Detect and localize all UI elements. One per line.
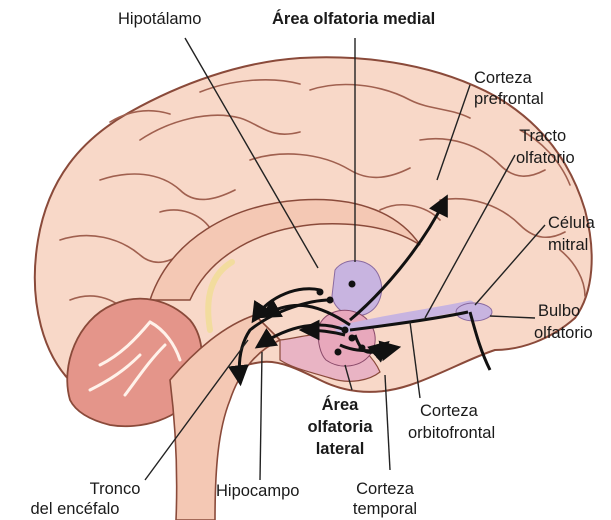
label-tronco-2: del encéfalo (0, 500, 150, 519)
label-hipocampo: Hipocampo (216, 482, 299, 501)
label-corteza-prefrontal-2: prefrontal (474, 90, 544, 109)
label-tronco-1: Tronco (40, 480, 190, 499)
label-celula-mitral-1: Célula (548, 214, 595, 233)
label-corteza-orbitofrontal-2: orbitofrontal (408, 424, 495, 443)
label-tracto-olfatorio-2: olfatorio (516, 149, 575, 168)
label-corteza-temporal-2: temporal (340, 500, 430, 519)
label-corteza-prefrontal-1: Corteza (474, 69, 532, 88)
label-celula-mitral-2: mitral (548, 236, 588, 255)
label-area-olfatoria-lateral-2: olfatoria (290, 418, 390, 437)
label-area-olfatoria-medial: Área olfatoria medial (272, 10, 435, 29)
label-hipotalamo: Hipotálamo (118, 10, 201, 29)
label-area-olfatoria-lateral-1: Área (300, 396, 380, 415)
label-bulbo-olfatorio-2: olfatorio (534, 324, 593, 343)
label-corteza-temporal-1: Corteza (340, 480, 430, 499)
lateral-olfactory-area (318, 310, 375, 366)
medial-olfactory-area (332, 261, 382, 316)
label-bulbo-olfatorio-1: Bulbo (538, 302, 580, 321)
label-corteza-orbitofrontal-1: Corteza (420, 402, 478, 421)
label-tracto-olfatorio-1: Tracto (520, 127, 566, 146)
label-area-olfatoria-lateral-3: lateral (300, 440, 380, 459)
